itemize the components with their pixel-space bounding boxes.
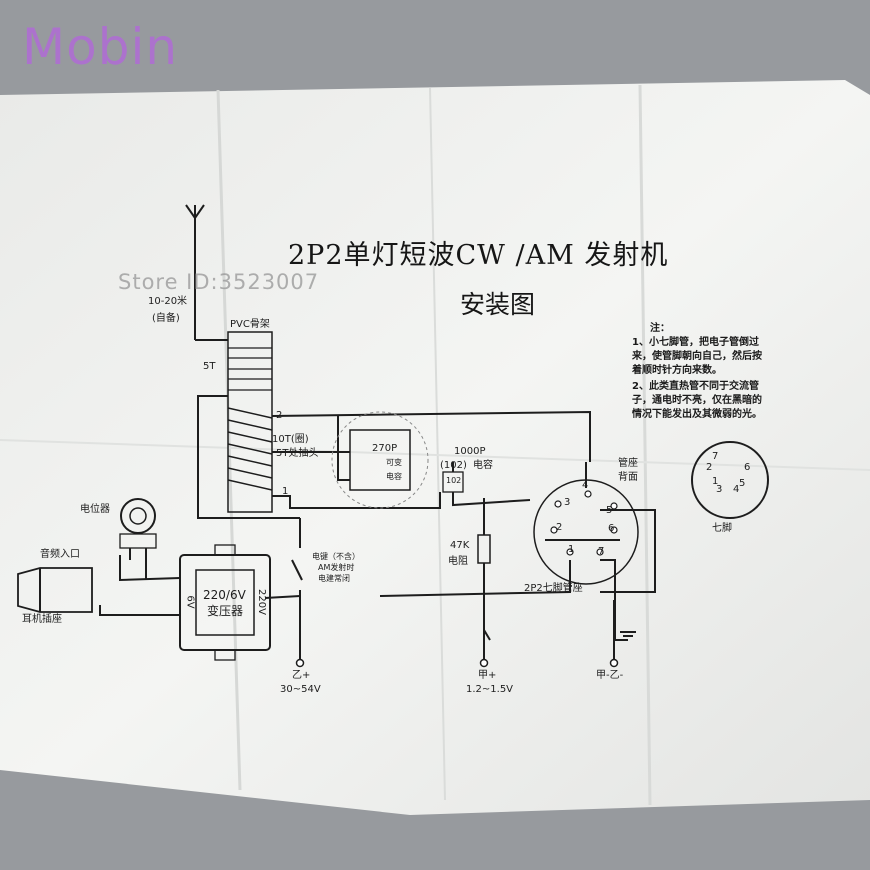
coil-tap-turns: 10T(圈) <box>272 434 309 445</box>
jack-label: 耳机插座 <box>22 614 62 625</box>
cap-code: (102) <box>440 460 467 471</box>
var-cap-value: 270P <box>372 443 398 454</box>
notes-line-3: 着顺时针方向来数。 <box>632 365 722 376</box>
circuit-wiring <box>17 204 656 661</box>
pot-label: 电位器 <box>80 504 110 515</box>
var-cap-line2: 可变 <box>386 458 402 467</box>
coil-pin2: 2 <box>276 410 283 421</box>
notes-line-1: 1、小七脚管，把电子管倒过 <box>632 337 759 348</box>
notes-line-4: 2、此类直热管不同于交流管 <box>632 381 759 392</box>
coil-tap-label: 5T处抽头 <box>276 448 319 459</box>
key-line-3: 电建常闭 <box>318 574 350 583</box>
socket-pins <box>550 490 618 556</box>
coil-turns-top: 5T <box>203 361 216 372</box>
coil-pin1: 1 <box>282 486 289 497</box>
notes-head: 注： <box>650 323 670 334</box>
a-b-minus-label: 甲-乙- <box>596 670 624 681</box>
store-id: Store ID:3523007 <box>118 270 320 294</box>
transformer-right: 220V <box>255 589 267 615</box>
a-b-minus-terminal <box>609 658 619 668</box>
b-plus-terminal <box>295 658 305 668</box>
cap-marking: 102 <box>446 476 462 485</box>
socket-pin-2: 2 <box>556 522 563 533</box>
transformer-left: 6V <box>184 595 196 609</box>
page-title: 2P2单灯短波CW /AM 发射机 <box>288 240 669 271</box>
paper-sheet <box>0 80 870 815</box>
socket-pin-5: 5 <box>606 505 613 516</box>
transformer-name: 变压器 <box>207 604 244 618</box>
socket-label2: 背面 <box>618 472 638 483</box>
resistor-value: 47K <box>450 540 470 551</box>
pinout-pin-4: 4 <box>733 484 740 495</box>
notes-line-2: 来，使管脚朝向自己，然后按 <box>632 351 762 362</box>
pinout-pin-2: 2 <box>706 462 713 473</box>
socket-pin-7: 7 <box>598 546 605 557</box>
socket-name: 2P2七脚管座 <box>524 583 583 594</box>
a-voltage-label: 1.2~1.5V <box>466 684 514 695</box>
seven-pin-diagram <box>691 441 769 519</box>
b-plus-label: 乙+ <box>292 670 311 681</box>
notes-line-6: 情况下能发出及其微弱的光。 <box>632 409 762 420</box>
var-cap-line3: 电容 <box>386 472 402 481</box>
resistor-unit: 电阻 <box>448 556 468 567</box>
socket-pin-4: 4 <box>582 480 589 491</box>
pinout-pin-7: 7 <box>712 451 719 462</box>
pinout-pin-6: 6 <box>744 462 751 473</box>
pinout-pin-5: 5 <box>739 478 746 489</box>
b-voltage-label: 30~54V <box>280 684 321 695</box>
socket-pin-6: 6 <box>608 523 615 534</box>
audio-label: 音频入口 <box>40 549 80 560</box>
a-plus-terminal <box>479 658 489 668</box>
antenna-note: (自备) <box>152 313 180 324</box>
cap-value: 1000P <box>454 446 486 457</box>
pinout-pin-1: 1 <box>712 476 719 487</box>
notes-line-5: 子，通电时不亮，仅在黑暗的 <box>632 395 762 406</box>
socket-label1: 管座 <box>618 458 638 469</box>
pinout-label: 七脚 <box>712 523 732 534</box>
watermark-logo: Mobin <box>22 18 179 76</box>
key-line-2: AM发射时 <box>318 563 355 572</box>
a-plus-label: 甲+ <box>478 670 497 681</box>
socket-pin-1: 1 <box>568 544 575 555</box>
cap-unit: 电容 <box>473 460 493 471</box>
coil-form-label: PVC骨架 <box>230 319 270 330</box>
socket-pin-3: 3 <box>564 497 571 508</box>
pinout-pin-3: 3 <box>716 484 723 495</box>
key-line-1: 电键（不含） <box>312 552 360 561</box>
page-subtitle: 安装图 <box>460 290 536 319</box>
antenna-length: 10-20米 <box>148 296 188 307</box>
transformer-ratio: 220/6V <box>203 588 246 602</box>
